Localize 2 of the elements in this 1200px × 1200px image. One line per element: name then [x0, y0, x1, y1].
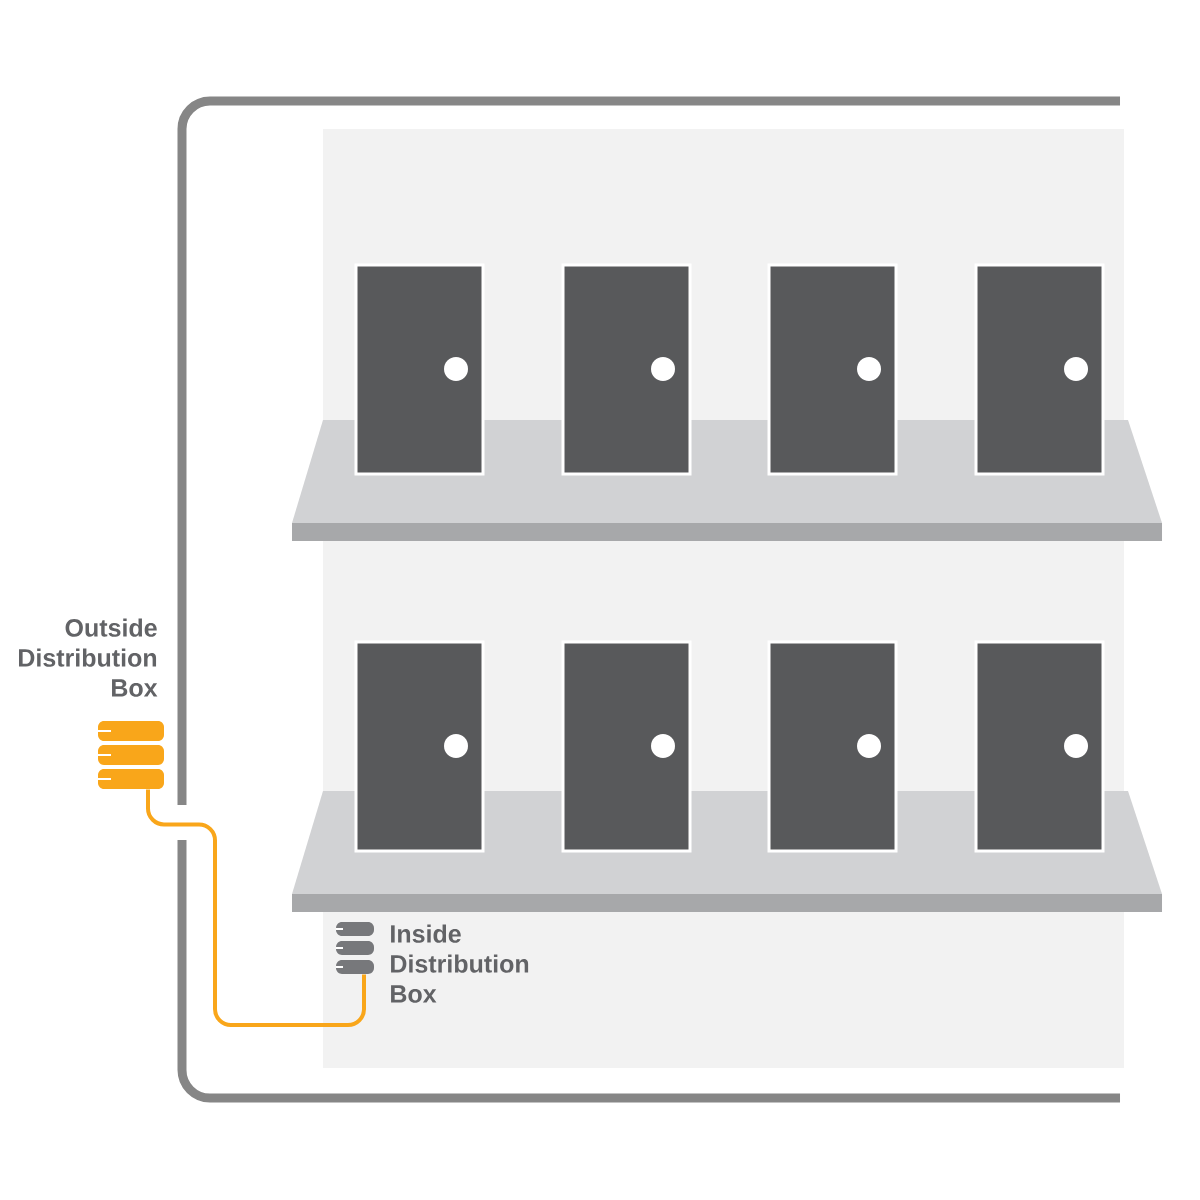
box-label: Inside Distribution Box: [391, 924, 529, 1003]
box-label: Outside Distribution Box: [19, 618, 158, 697]
